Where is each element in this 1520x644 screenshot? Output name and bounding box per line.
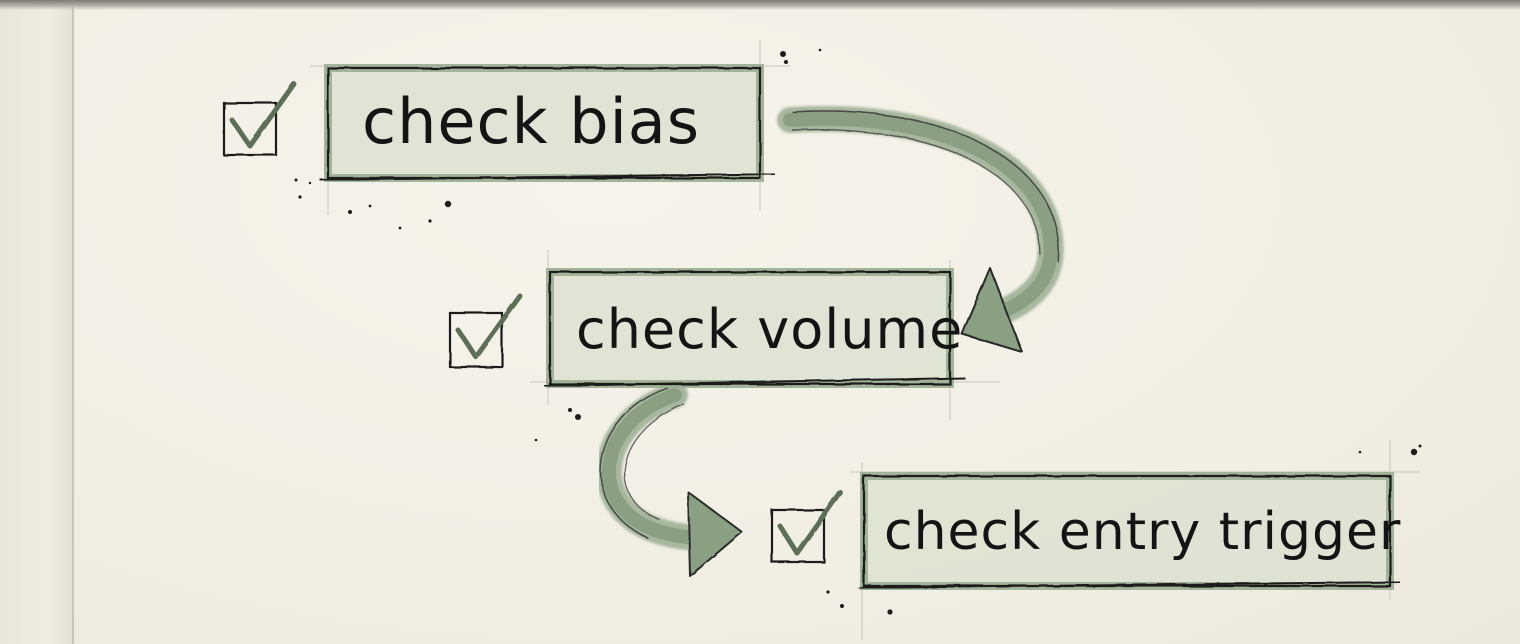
step-label-2: check volume (576, 298, 964, 361)
flow-arrow-1 (777, 106, 1064, 353)
page-top-edge (0, 0, 1520, 10)
checkbox-1-icon (222, 81, 297, 157)
checkbox-3-icon (770, 489, 843, 564)
notebook-margin (0, 0, 74, 644)
step-box-1 (319, 64, 776, 182)
checkbox-2-icon (448, 293, 523, 369)
step-label-3: check entry trigger (884, 502, 1402, 562)
step-box-2 (543, 268, 966, 388)
ink-splatter (294, 48, 1422, 615)
flow-arrow-2 (595, 382, 743, 577)
step-box-3 (857, 472, 1401, 590)
step-label-1: check bias (362, 85, 701, 158)
